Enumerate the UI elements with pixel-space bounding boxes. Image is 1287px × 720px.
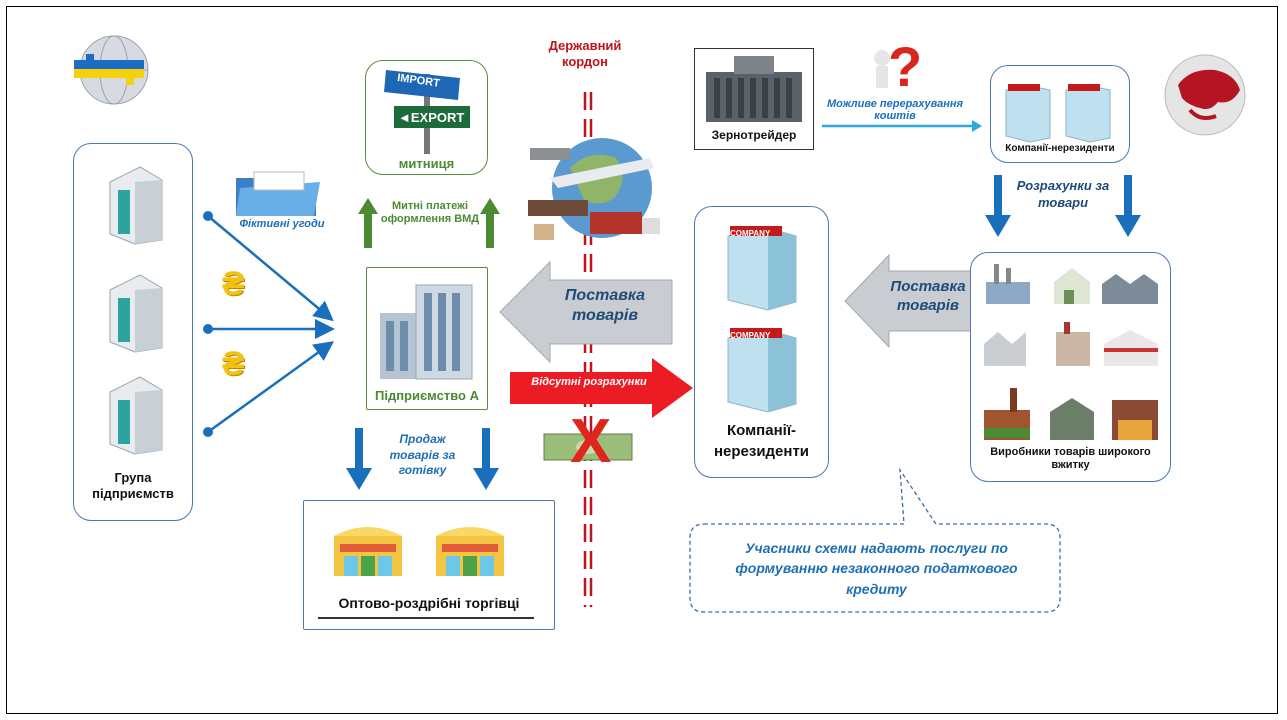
fictitious-label: Фіктивні угоди — [239, 218, 325, 230]
border-label: Державний кордон — [548, 38, 622, 69]
company-building-icon-1 — [727, 226, 797, 311]
nonresidents-center-label: Компанії-нерезиденти — [713, 422, 810, 460]
possible-transfer-label: Можливе перерахування коштів — [826, 98, 964, 122]
asia-globe-icon — [1164, 54, 1246, 136]
folder-icon — [236, 171, 320, 216]
company-sign-2: COMPANY — [730, 331, 771, 340]
svg-text:X: X — [570, 407, 611, 476]
shop-icon-1 — [334, 527, 402, 576]
question-person-icon: ? — [874, 35, 922, 98]
import-export-sign-icon — [384, 70, 470, 154]
delivery-arrow-left — [499, 260, 673, 364]
company-buildings-small-icon — [1005, 84, 1111, 143]
no-settlements-label: Відсутні розрахунки — [531, 376, 647, 388]
wholesale-underline — [318, 617, 534, 619]
factories-icon — [984, 264, 1158, 440]
hryvnia-icon-2: ₴ — [222, 345, 245, 383]
hryvnia-icon-1: ₴ — [222, 265, 245, 303]
delivery-left-label: Поставка товарів — [564, 287, 646, 324]
shop-icon-2 — [436, 527, 504, 576]
no-settlements-arrow — [510, 358, 693, 418]
enterprise-building-icon — [380, 284, 473, 380]
callout-bubble — [689, 467, 1061, 613]
blue-down-arrow-left — [346, 428, 372, 490]
nonresidents-top-label: Компанії-нерезиденти — [1005, 143, 1115, 154]
crossed-money-icon: X — [543, 407, 633, 476]
settlements-arrow-left — [985, 175, 1011, 237]
cash-sales-label: Продаж товарів за готівку — [389, 432, 456, 478]
settlements-arrow-right — [1115, 175, 1141, 237]
green-up-arrow-left — [358, 198, 378, 248]
export-sign-text: ◄EXPORT — [398, 110, 465, 125]
wholesale-label: Оптово-роздрібні торгівці — [338, 595, 520, 611]
producers-label: Виробники товарів широкого вжитку — [990, 446, 1151, 472]
green-up-arrow-right — [480, 198, 500, 248]
delivery-right-label: Поставка товарів — [890, 278, 966, 314]
transport-globe-icon — [528, 138, 660, 240]
building-icon-1 — [109, 166, 163, 245]
group-label: Група підприємств — [92, 470, 174, 501]
ukraine-globe-icon — [74, 35, 149, 105]
enterprise-a-label: Підприємство А — [375, 388, 479, 403]
building-icon-2 — [109, 274, 163, 353]
grain-trader-label: Зернотрейдер — [711, 128, 797, 142]
possible-transfer-arrow — [822, 120, 982, 132]
company-building-icon-2 — [727, 328, 797, 413]
grain-elevator-icon — [706, 56, 802, 122]
customs-payments-label: Митні платежі оформлення ВМД — [380, 200, 480, 226]
company-sign-1: COMPANY — [730, 229, 771, 238]
customs-label: митниця — [398, 156, 455, 171]
callout-text: Учасники схеми надають послуги по формув… — [735, 540, 1018, 597]
settlements-label: Розрахунки за товари — [1016, 178, 1110, 210]
building-icon-3 — [109, 376, 163, 455]
blue-down-arrow-right — [473, 428, 499, 490]
svg-text:?: ? — [888, 35, 922, 98]
